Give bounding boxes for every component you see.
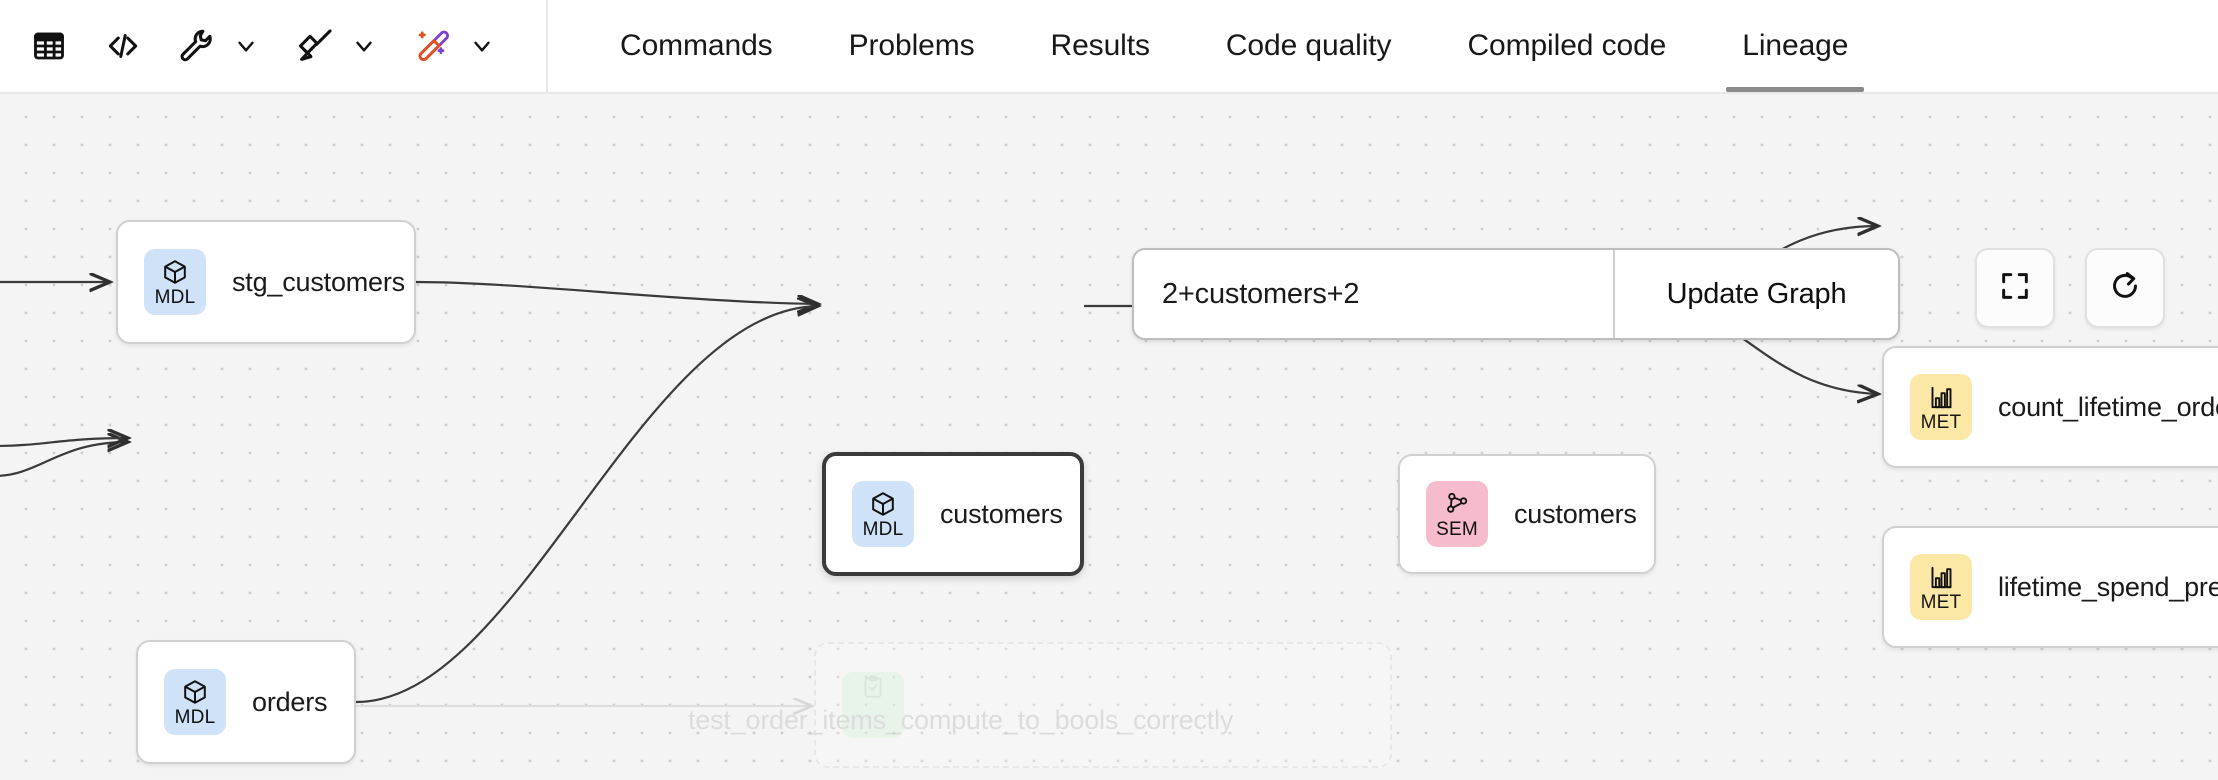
clipboard-check-icon [860, 672, 886, 702]
badge-label: MET [1920, 592, 1962, 613]
code-icon [100, 23, 146, 69]
graph-search-bar: Update Graph [1132, 248, 1900, 340]
badge-label: MDL [862, 519, 904, 540]
tab-problems[interactable]: Problems [848, 29, 975, 62]
format-button[interactable] [292, 15, 386, 77]
lineage-node-lifetime-spend-pretax[interactable]: MET lifetime_spend_pretax [1882, 526, 2218, 648]
wrench-icon [174, 23, 220, 69]
network-icon [1443, 489, 1471, 519]
lineage-node-test-order-items[interactable]: test_order_items_compute_to_bools_correc… [688, 642, 1392, 768]
chevron-down-icon[interactable] [460, 23, 504, 69]
badge-mdl: MDL [164, 669, 226, 735]
broom-icon [292, 23, 338, 69]
tab-compiled-code[interactable]: Compiled code [1467, 29, 1667, 62]
tab-code-quality[interactable]: Code quality [1225, 29, 1392, 62]
chevron-down-icon[interactable] [342, 23, 386, 69]
table-view-button[interactable] [26, 15, 72, 77]
refresh-icon [2108, 269, 2142, 308]
tab-commands[interactable]: Commands [620, 29, 773, 62]
lineage-node-customers-model[interactable]: MDL customers [822, 452, 1084, 576]
tab-lineage[interactable]: Lineage [1704, 0, 1886, 92]
node-label: test_order_items_compute_to_bools_correc… [688, 705, 1234, 736]
ai-assist-button[interactable] [410, 15, 504, 77]
editor-tool-group [0, 0, 548, 92]
lineage-node-orders[interactable]: MDL orders [136, 640, 356, 764]
table-icon [26, 23, 72, 69]
graph-search-input[interactable] [1134, 250, 1613, 338]
lineage-node-stg-customers[interactable]: MDL stg_customers [116, 220, 416, 344]
badge-mdl: MDL [852, 481, 914, 547]
chevron-down-icon[interactable] [224, 23, 268, 69]
cube-icon [161, 257, 189, 287]
code-view-button[interactable] [100, 15, 146, 77]
lineage-node-customers-semantic[interactable]: SEM customers [1398, 454, 1656, 574]
node-label: stg_customers [232, 266, 405, 297]
cube-icon [869, 489, 897, 519]
badge-label: MET [1920, 412, 1962, 433]
cube-icon [181, 677, 209, 707]
tab-results[interactable]: Results [1050, 29, 1150, 62]
node-label: customers [1514, 498, 1637, 529]
build-button[interactable] [174, 15, 268, 77]
node-label: orders [252, 686, 328, 717]
badge-met: MET [1910, 374, 1972, 440]
bar-chart-icon [1928, 382, 1955, 412]
refresh-button[interactable] [2085, 248, 2165, 328]
badge-mdl: MDL [144, 249, 206, 315]
badge-label: MDL [174, 707, 216, 728]
node-label: customers [940, 498, 1063, 529]
badge-met: MET [1910, 554, 1972, 620]
graph-control-group [1975, 248, 2165, 328]
top-toolbar: Commands Problems Results Code quality C… [0, 0, 2218, 94]
node-label: count_lifetime_orders [1998, 391, 2218, 422]
lineage-canvas[interactable]: MDL stg_customers MDL orders [0, 94, 2218, 780]
fit-view-icon [1998, 269, 2032, 308]
tab-bar: Commands Problems Results Code quality C… [548, 0, 2218, 92]
badge-tst: test_order_items_compute_to_bools_correc… [688, 672, 1233, 738]
badge-label: MDL [154, 287, 196, 308]
node-label: lifetime_spend_pretax [1998, 571, 2218, 602]
update-graph-button[interactable]: Update Graph [1613, 250, 1898, 338]
bar-chart-icon [1928, 562, 1955, 592]
ai-wand-icon [410, 23, 456, 69]
fit-view-button[interactable] [1975, 248, 2055, 328]
lineage-node-count-lifetime-orders[interactable]: MET count_lifetime_orders [1882, 346, 2218, 468]
badge-label: SEM [1436, 519, 1478, 540]
badge-sem: SEM [1426, 481, 1488, 547]
